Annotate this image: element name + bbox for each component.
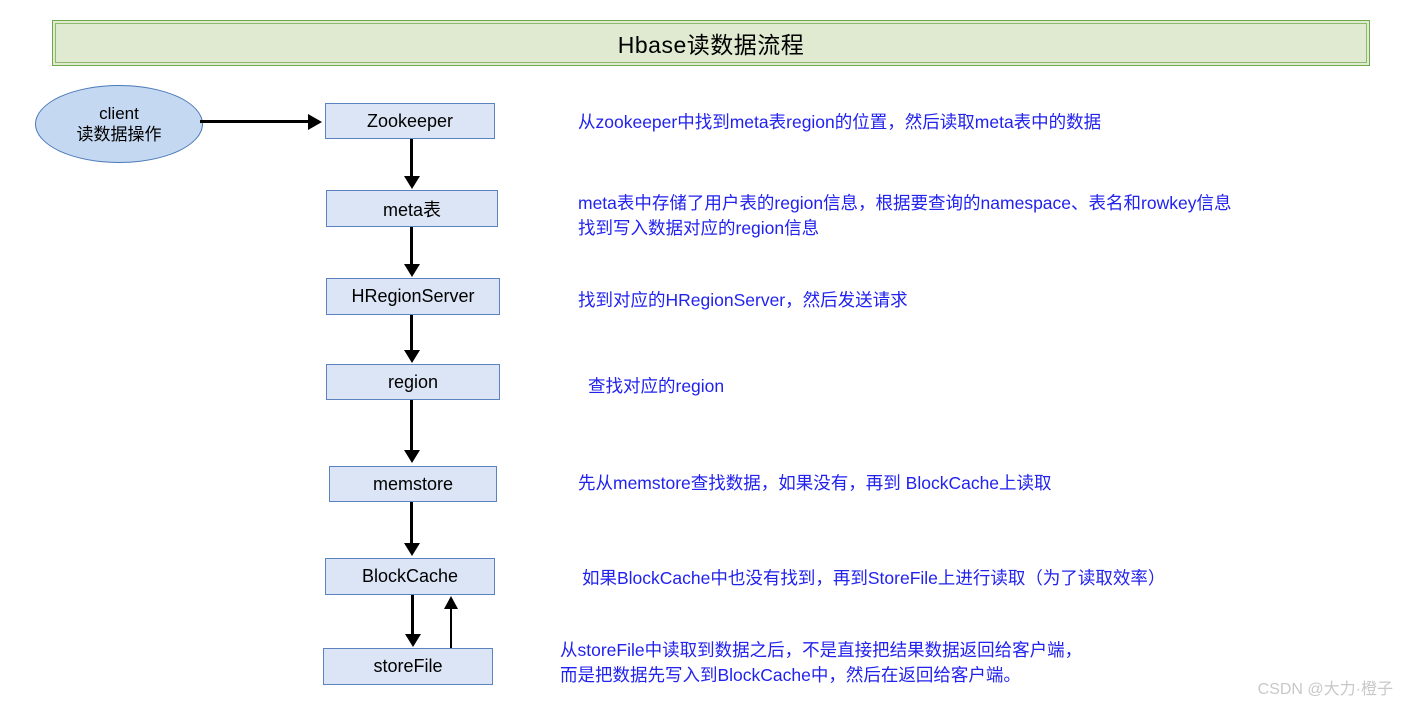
arrowhead-memstore-to-blockcache: [403, 543, 420, 556]
node-memstore-label: memstore: [372, 473, 453, 494]
node-memstore: memstore: [329, 466, 497, 502]
connector-blockcache-to-storefile: [411, 595, 414, 637]
arrowhead-client-to-zookeeper: [308, 113, 322, 130]
page-title: Hbase读数据流程: [617, 32, 805, 58]
diagram-title-banner: Hbase读数据流程: [52, 20, 1370, 66]
node-region: region: [326, 364, 500, 400]
node-storefile: storeFile: [323, 648, 493, 685]
client-node: client 读数据操作: [35, 85, 203, 163]
annotation-meta-table: meta表中存储了用户表的region信息，根据要查询的namespace、表名…: [578, 193, 1232, 239]
node-zookeeper-label: Zookeeper: [366, 110, 454, 131]
annotation-hregionserver: 找到对应的HRegionServer，然后发送请求: [578, 290, 908, 310]
connector-storefile-to-blockcache: [450, 607, 452, 648]
client-label-line1: client: [99, 103, 139, 123]
arrowhead-storefile-to-blockcache: [444, 596, 458, 609]
arrowhead-meta-to-hregionserver: [403, 264, 420, 277]
node-meta-table-label: meta表: [382, 199, 442, 220]
node-region-label: region: [387, 371, 439, 392]
arrowhead-hregionserver-to-region: [403, 350, 420, 363]
connector-region-to-memstore: [410, 400, 413, 452]
node-zookeeper: Zookeeper: [325, 103, 495, 139]
csdn-watermark: CSDN @大力·橙子: [1257, 681, 1393, 698]
node-blockcache: BlockCache: [325, 558, 495, 595]
node-storefile-label: storeFile: [373, 656, 443, 676]
connector-zookeeper-to-meta: [410, 139, 413, 177]
connector-meta-to-hregionserver: [410, 227, 413, 265]
arrowhead-region-to-memstore: [403, 450, 420, 463]
arrowhead-zookeeper-to-meta: [403, 176, 420, 189]
client-label-line2: 读数据操作: [76, 125, 162, 144]
annotation-memstore: 先从memstore查找数据，如果没有，再到 BlockCache上读取: [578, 473, 1052, 493]
annotation-region: 查找对应的region: [588, 376, 725, 396]
node-hregionserver-label: HRegionServer: [351, 286, 475, 306]
annotation-blockcache: 如果BlockCache中也没有找到，再到StoreFile上进行读取（为了读取…: [582, 568, 1166, 588]
arrowhead-blockcache-to-storefile: [404, 634, 421, 647]
connector-memstore-to-blockcache: [410, 502, 413, 546]
connector-client-to-zookeeper: [200, 120, 310, 123]
node-hregionserver: HRegionServer: [326, 278, 500, 315]
node-blockcache-label: BlockCache: [361, 566, 459, 586]
annotation-zookeeper: 从zookeeper中找到meta表region的位置，然后读取meta表中的数…: [578, 112, 1102, 132]
node-meta-table: meta表: [326, 190, 498, 227]
connector-hregionserver-to-region: [410, 315, 413, 352]
annotation-storefile: 从storeFile中读取到数据之后，不是直接把结果数据返回给客户端， 而是把数…: [560, 640, 1083, 686]
